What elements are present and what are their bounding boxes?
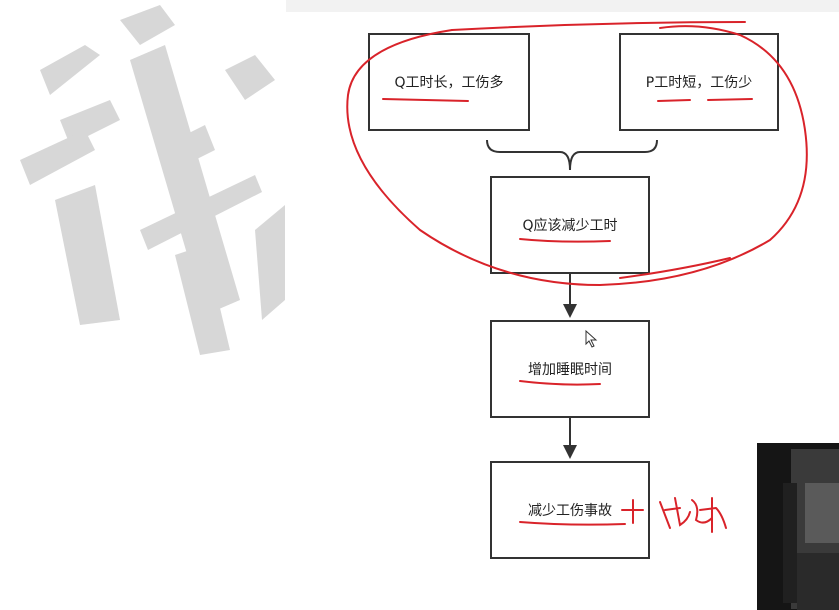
- video-frame: [757, 443, 839, 610]
- box-p-hours: P工时短，工伤少: [619, 33, 779, 131]
- box-conclusion: Q应该减少工时: [490, 176, 650, 274]
- box-sleep: 增加睡眠时间: [490, 320, 650, 418]
- box-sleep-label: 增加睡眠时间: [528, 362, 612, 378]
- annotation-top-stroke: [451, 21, 746, 31]
- video-thumbnail: [757, 443, 839, 610]
- box-conclusion-label: Q应该减少工时: [522, 218, 618, 234]
- box-p-hours-label: P工时短，工伤少: [645, 75, 753, 91]
- annotation-handwriting: [659, 497, 727, 533]
- watermark-logo: [20, 5, 285, 355]
- box-accidents-label: 减少工伤事故: [528, 503, 612, 519]
- box-q-hours: Q工时长，工伤多: [368, 33, 530, 131]
- box-accidents: 减少工伤事故: [490, 461, 650, 559]
- top-bar: [286, 0, 839, 12]
- box-q-hours-label: Q工时长，工伤多: [394, 75, 504, 91]
